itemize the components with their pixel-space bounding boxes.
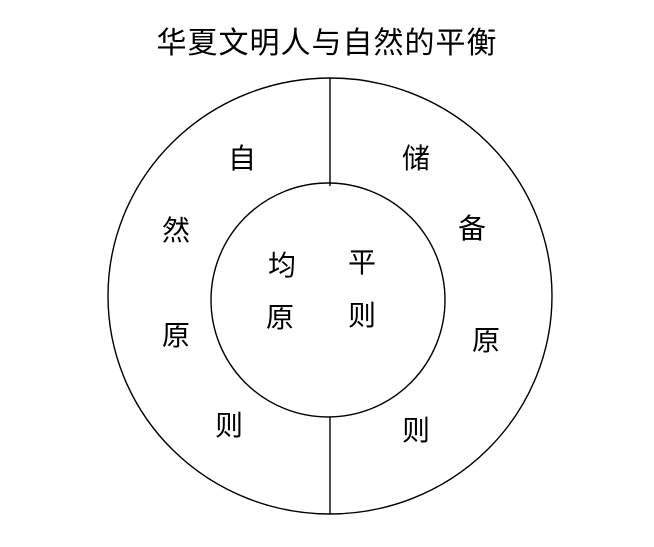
outer-right-char-1: 储	[402, 142, 430, 175]
inner-char-2: 平	[348, 246, 376, 279]
outer-left-char-2: 然	[162, 214, 190, 247]
outer-right-char-4: 则	[402, 414, 430, 447]
outer-left-char-4: 则	[215, 409, 243, 442]
outer-right-char-2: 备	[458, 212, 486, 245]
inner-char-3: 原	[266, 301, 294, 334]
outer-left-char-1: 自	[228, 142, 256, 175]
inner-char-4: 则	[348, 299, 376, 332]
outer-right-char-3: 原	[472, 324, 500, 357]
outer-left-char-3: 原	[162, 319, 190, 352]
diagram-title: 华夏文明人与自然的平衡	[156, 26, 498, 61]
inner-circle	[210, 182, 446, 418]
inner-char-1: 均	[268, 249, 296, 282]
